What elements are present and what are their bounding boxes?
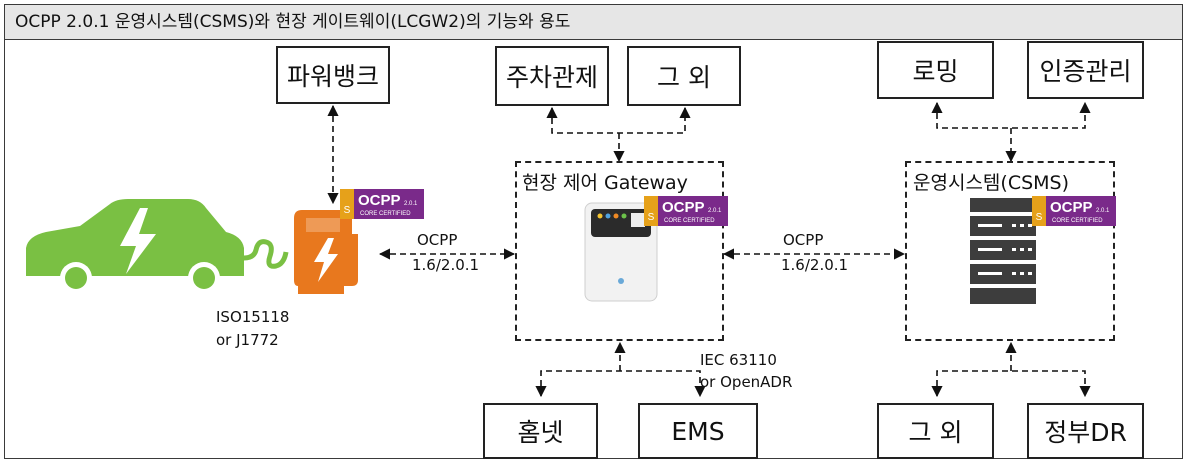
badge-version: 2.0.1 [404,201,418,207]
gateway-top-branch [546,106,691,134]
j1772-label: or J1772 [216,331,279,349]
badge-sub: CORE CERTIFIED [664,218,715,224]
ocpp-certified-badge-gateway: S OCPP 2.0.1 CORE CERTIFIED [644,196,728,226]
ocpp-certified-badge-charger: S OCPP 2.0.1 CORE CERTIFIED [340,189,424,219]
badge-sub: CORE CERTIFIED [360,211,411,217]
badge-letter: S [1036,212,1043,223]
badge-version: 2.0.1 [708,208,722,214]
csms-bottom-branch [931,370,1091,398]
badge-letter: S [648,212,655,223]
csms-container [905,161,1115,341]
roaming-box: 로밍 [877,41,994,99]
badge-brand: OCPP [662,199,705,216]
ems-box: EMS [638,403,758,459]
csms-title: 운영시스템(CSMS) [913,172,1070,194]
server-rack-icon [970,198,1036,304]
ocpp-right-label: OCPP [783,231,824,249]
badge-version: 2.0.1 [1096,208,1110,214]
gateway-bottom-branch [535,370,706,398]
homenet-box: 홈넷 [483,403,598,459]
ev-charger-icon [294,210,358,294]
diagram-title: OCPP 2.0.1 운영시스템(CSMS)와 현장 게이트웨이(LCGW2)의… [4,4,1183,40]
iec-standard-label: IEC 63110 [700,351,777,369]
ocpp-left-label: OCPP [417,231,458,249]
badge-letter: S [344,205,351,216]
auth-management-box: 인증관리 [1027,41,1144,99]
electric-car-icon [26,199,289,294]
gateway-device-icon [584,202,658,302]
ocpp-certified-badge-csms: S OCPP 2.0.1 CORE CERTIFIED [1032,196,1116,226]
ocpp-right-version: 1.6/2.0.1 [781,256,849,274]
parking-control-box: 주차관제 [495,46,609,106]
gateway-title: 현장 제어 Gateway [522,172,688,194]
csms-other-box: 그 외 [877,403,994,459]
gateway-other-box: 그 외 [627,46,741,106]
badge-sub: CORE CERTIFIED [1052,218,1103,224]
iso-standard-label: ISO15118 [216,308,290,326]
badge-brand: OCPP [1050,199,1093,216]
badge-brand: OCPP [358,192,401,209]
gateway-container [515,161,724,341]
gov-dr-box: 정부DR [1027,403,1144,459]
power-bank-box: 파워뱅크 [276,46,390,104]
openadr-label: or OpenADR [700,373,793,391]
ocpp-left-version: 1.6/2.0.1 [412,256,480,274]
csms-top-branch [931,101,1091,129]
